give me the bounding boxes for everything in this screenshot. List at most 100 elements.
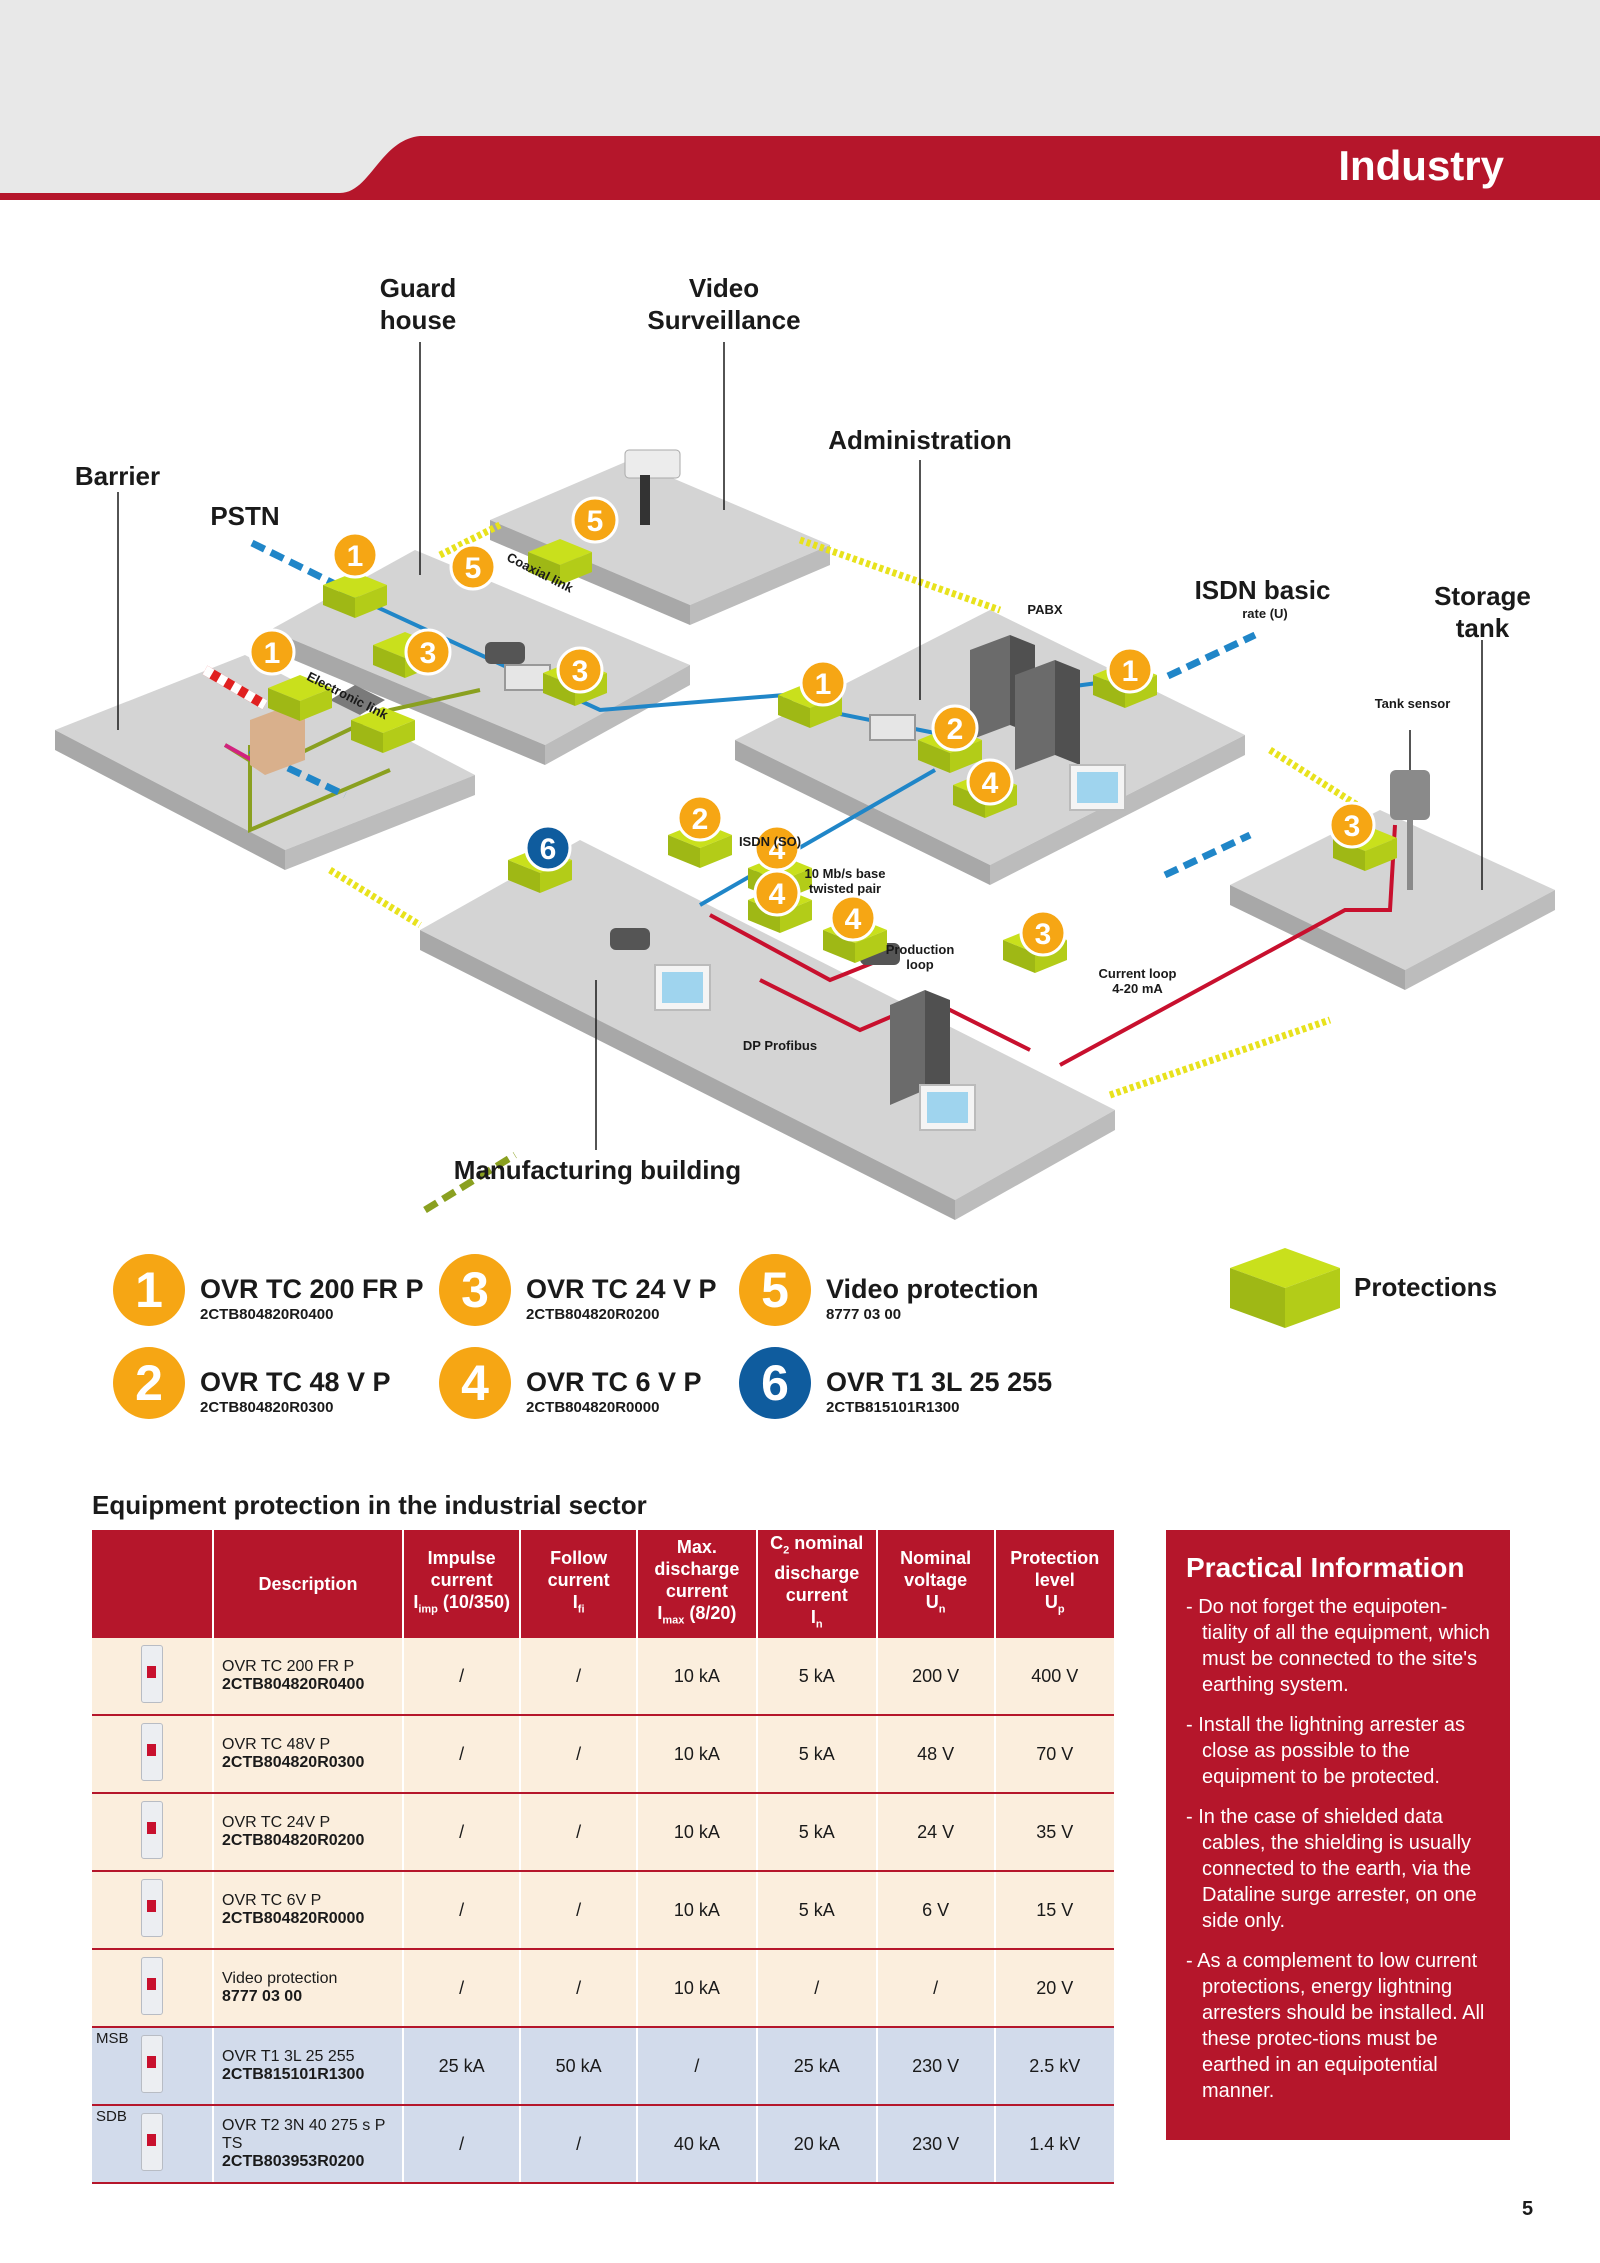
- impulse-current-cell: 25 kA: [402, 2027, 522, 2106]
- legend-code-2: 2CTB804820R0300: [200, 1399, 334, 1416]
- label-isdn-basic-sub: rate (U): [1242, 606, 1288, 621]
- badge-2: 2: [931, 704, 979, 752]
- product-image-cell: MSB: [92, 2027, 215, 2106]
- impulse-current-cell: /: [402, 1638, 522, 1716]
- tank-sensor: [1390, 730, 1430, 890]
- badge-3: 3: [1019, 909, 1067, 957]
- badge-3: 3: [556, 646, 604, 694]
- label-isdn-so: ISDN (SO): [738, 834, 802, 849]
- product-name: OVR TC 24V P: [222, 1814, 331, 1831]
- protection-box: [268, 675, 332, 721]
- badge-number: 1: [1122, 655, 1139, 688]
- nominal-voltage-cell: 24 V: [876, 1793, 996, 1872]
- follow-current-cell: /: [520, 1871, 638, 1950]
- badge-number: 1: [264, 637, 281, 670]
- product-image-cell: [92, 1715, 215, 1794]
- legend-title-3: OVR TC 24 V P: [526, 1274, 717, 1304]
- product-image: [141, 2112, 163, 2171]
- badge-number: 3: [1344, 810, 1361, 843]
- product-name: OVR T1 3L 25 255: [222, 2048, 355, 2065]
- badge-3: 3: [1328, 801, 1376, 849]
- fax-machines: [504, 664, 916, 741]
- impulse-current-cell: /: [402, 1715, 522, 1794]
- badge-6: 6: [524, 824, 572, 872]
- legend-badge-2: 2: [113, 1347, 185, 1419]
- protection-level-cell: 70 V: [994, 1715, 1114, 1794]
- nominal-voltage-cell: 230 V: [876, 2027, 996, 2106]
- max-discharge-cell: 10 kA: [636, 1793, 758, 1872]
- impulse-current-cell: /: [402, 1793, 522, 1872]
- header-red-swoosh: [0, 136, 1600, 200]
- legend-badge-4: 4: [439, 1347, 511, 1419]
- legend-title-5: Video protection: [826, 1274, 1039, 1304]
- badge-1: 1: [331, 531, 379, 579]
- max-discharge-cell: 10 kA: [636, 1715, 758, 1794]
- product-image-cell: SDB: [92, 2105, 215, 2184]
- legend-code-6: 2CTB815101R1300: [826, 1399, 960, 1416]
- label-guard-house: Guard house: [379, 273, 457, 335]
- practical-info-panel: Practical Information - Do not forget th…: [1166, 1530, 1510, 2140]
- label-isdn-basic: ISDN basic: [1194, 575, 1331, 605]
- max-discharge-cell: 10 kA: [636, 1949, 758, 2028]
- label-administration: Administration: [828, 425, 1012, 455]
- product-image: [141, 1800, 163, 1859]
- product-code: 2CTB804820R0000: [222, 1910, 365, 1927]
- product-image-cell: [92, 1793, 215, 1872]
- label-twisted-pair: 10 Mb/s base twisted pair: [804, 866, 886, 896]
- practical-info-item: - In the case of shielded data cables, t…: [1186, 1806, 1477, 1932]
- product-code: 2CTB804820R0400: [222, 1676, 365, 1693]
- product-code: 2CTB803953R0200: [222, 2153, 365, 2170]
- nominal-discharge-cell: 5 kA: [756, 1793, 878, 1872]
- label-barrier: Barrier: [74, 461, 161, 491]
- practical-info-item: - As a complement to low current protect…: [1186, 1950, 1485, 2102]
- protection-box: [351, 707, 415, 753]
- practical-info-item: - Install the lightning arrester as clos…: [1186, 1714, 1466, 1788]
- badge-number: 4: [845, 903, 862, 936]
- legend-code-1: 2CTB804820R0400: [200, 1306, 334, 1323]
- product-code: 2CTB815101R1300: [222, 2066, 365, 2083]
- product-image: [141, 1878, 163, 1937]
- legend-title-2: OVR TC 48 V P: [200, 1367, 391, 1397]
- practical-info-title: Practical Information: [1186, 1552, 1465, 1583]
- legend-badge-1: 1: [113, 1254, 185, 1326]
- impulse-current-cell: /: [402, 1871, 522, 1950]
- label-video-surveillance: Video Surveillance: [647, 273, 801, 335]
- badge-4: 4: [753, 824, 801, 872]
- protection-level-cell: 1.4 kV: [994, 2105, 1114, 2184]
- badge-1: 1: [248, 628, 296, 676]
- legend-badge-6: 6: [739, 1347, 811, 1419]
- product-name: OVR T2 3N 40 275 s P TS: [222, 2117, 386, 2152]
- follow-current-cell: /: [520, 1793, 638, 1872]
- badge-2: 2: [676, 794, 724, 842]
- badge-number: 3: [572, 655, 589, 688]
- legend-code-5: 8777 03 00: [826, 1306, 902, 1323]
- board-tag: MSB: [96, 2030, 129, 2047]
- badge-number: 1: [347, 540, 364, 573]
- label-current-loop: Current loop 4-20 mA: [1098, 966, 1177, 996]
- label-pabx: PABX: [1027, 602, 1063, 617]
- nominal-discharge-cell: 5 kA: [756, 1715, 878, 1794]
- legend-badge-5: 5: [739, 1254, 811, 1326]
- product-image-cell: [92, 1871, 215, 1950]
- follow-current-cell: /: [520, 2105, 638, 2184]
- impulse-current-cell: /: [402, 1949, 522, 2028]
- legend-title-4: OVR TC 6 V P: [526, 1367, 702, 1397]
- nominal-voltage-cell: 230 V: [876, 2105, 996, 2184]
- badge-4: 4: [966, 758, 1014, 806]
- protection-box-icon: [1230, 1248, 1340, 1328]
